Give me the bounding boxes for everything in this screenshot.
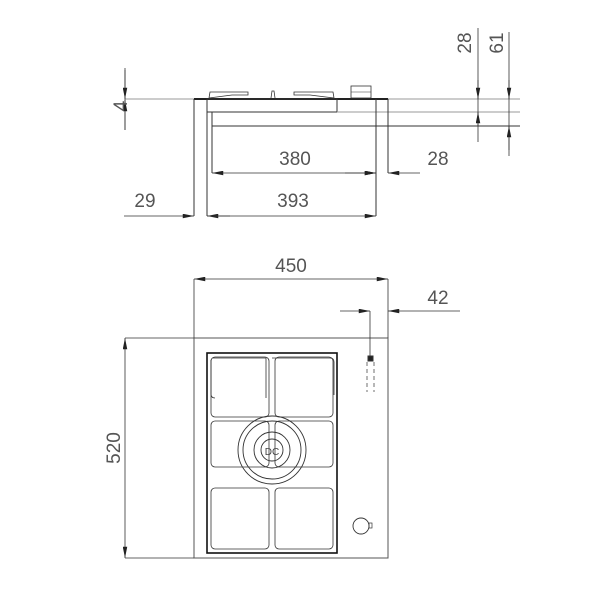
dim-cutout-width: 380 — [279, 149, 311, 170]
dim-rear-offset: 28 — [427, 149, 448, 170]
indicator-light — [367, 355, 374, 362]
dim-body-width: 393 — [277, 191, 309, 212]
burner-cap — [270, 90, 276, 99]
side-view-dimensions — [122, 28, 512, 219]
plan-view-dimensions — [122, 276, 460, 559]
dim-width: 450 — [275, 256, 307, 277]
burner-outer-ring — [237, 415, 307, 485]
pan-support-right — [293, 91, 335, 99]
pan-support-left — [208, 91, 249, 99]
dim-depth: 520 — [104, 432, 125, 464]
pan-support-grid — [206, 352, 338, 554]
burner-housing — [206, 98, 338, 113]
burner-inner-ring — [253, 431, 291, 469]
burner-label: DC — [265, 447, 279, 458]
hob-outline — [193, 337, 389, 559]
dim-top-height: 28 — [455, 32, 476, 53]
side-view — [125, 85, 520, 216]
dim-front-offset: 29 — [134, 191, 155, 212]
control-knob — [352, 517, 370, 535]
dim-glass-thickness: 4 — [111, 100, 132, 111]
dim-total-height: 61 — [487, 32, 508, 53]
plan-view — [193, 337, 389, 559]
burner-cap — [260, 438, 284, 462]
grid-quadrants — [210, 356, 335, 550]
dim-knob-offset: 42 — [427, 288, 448, 309]
